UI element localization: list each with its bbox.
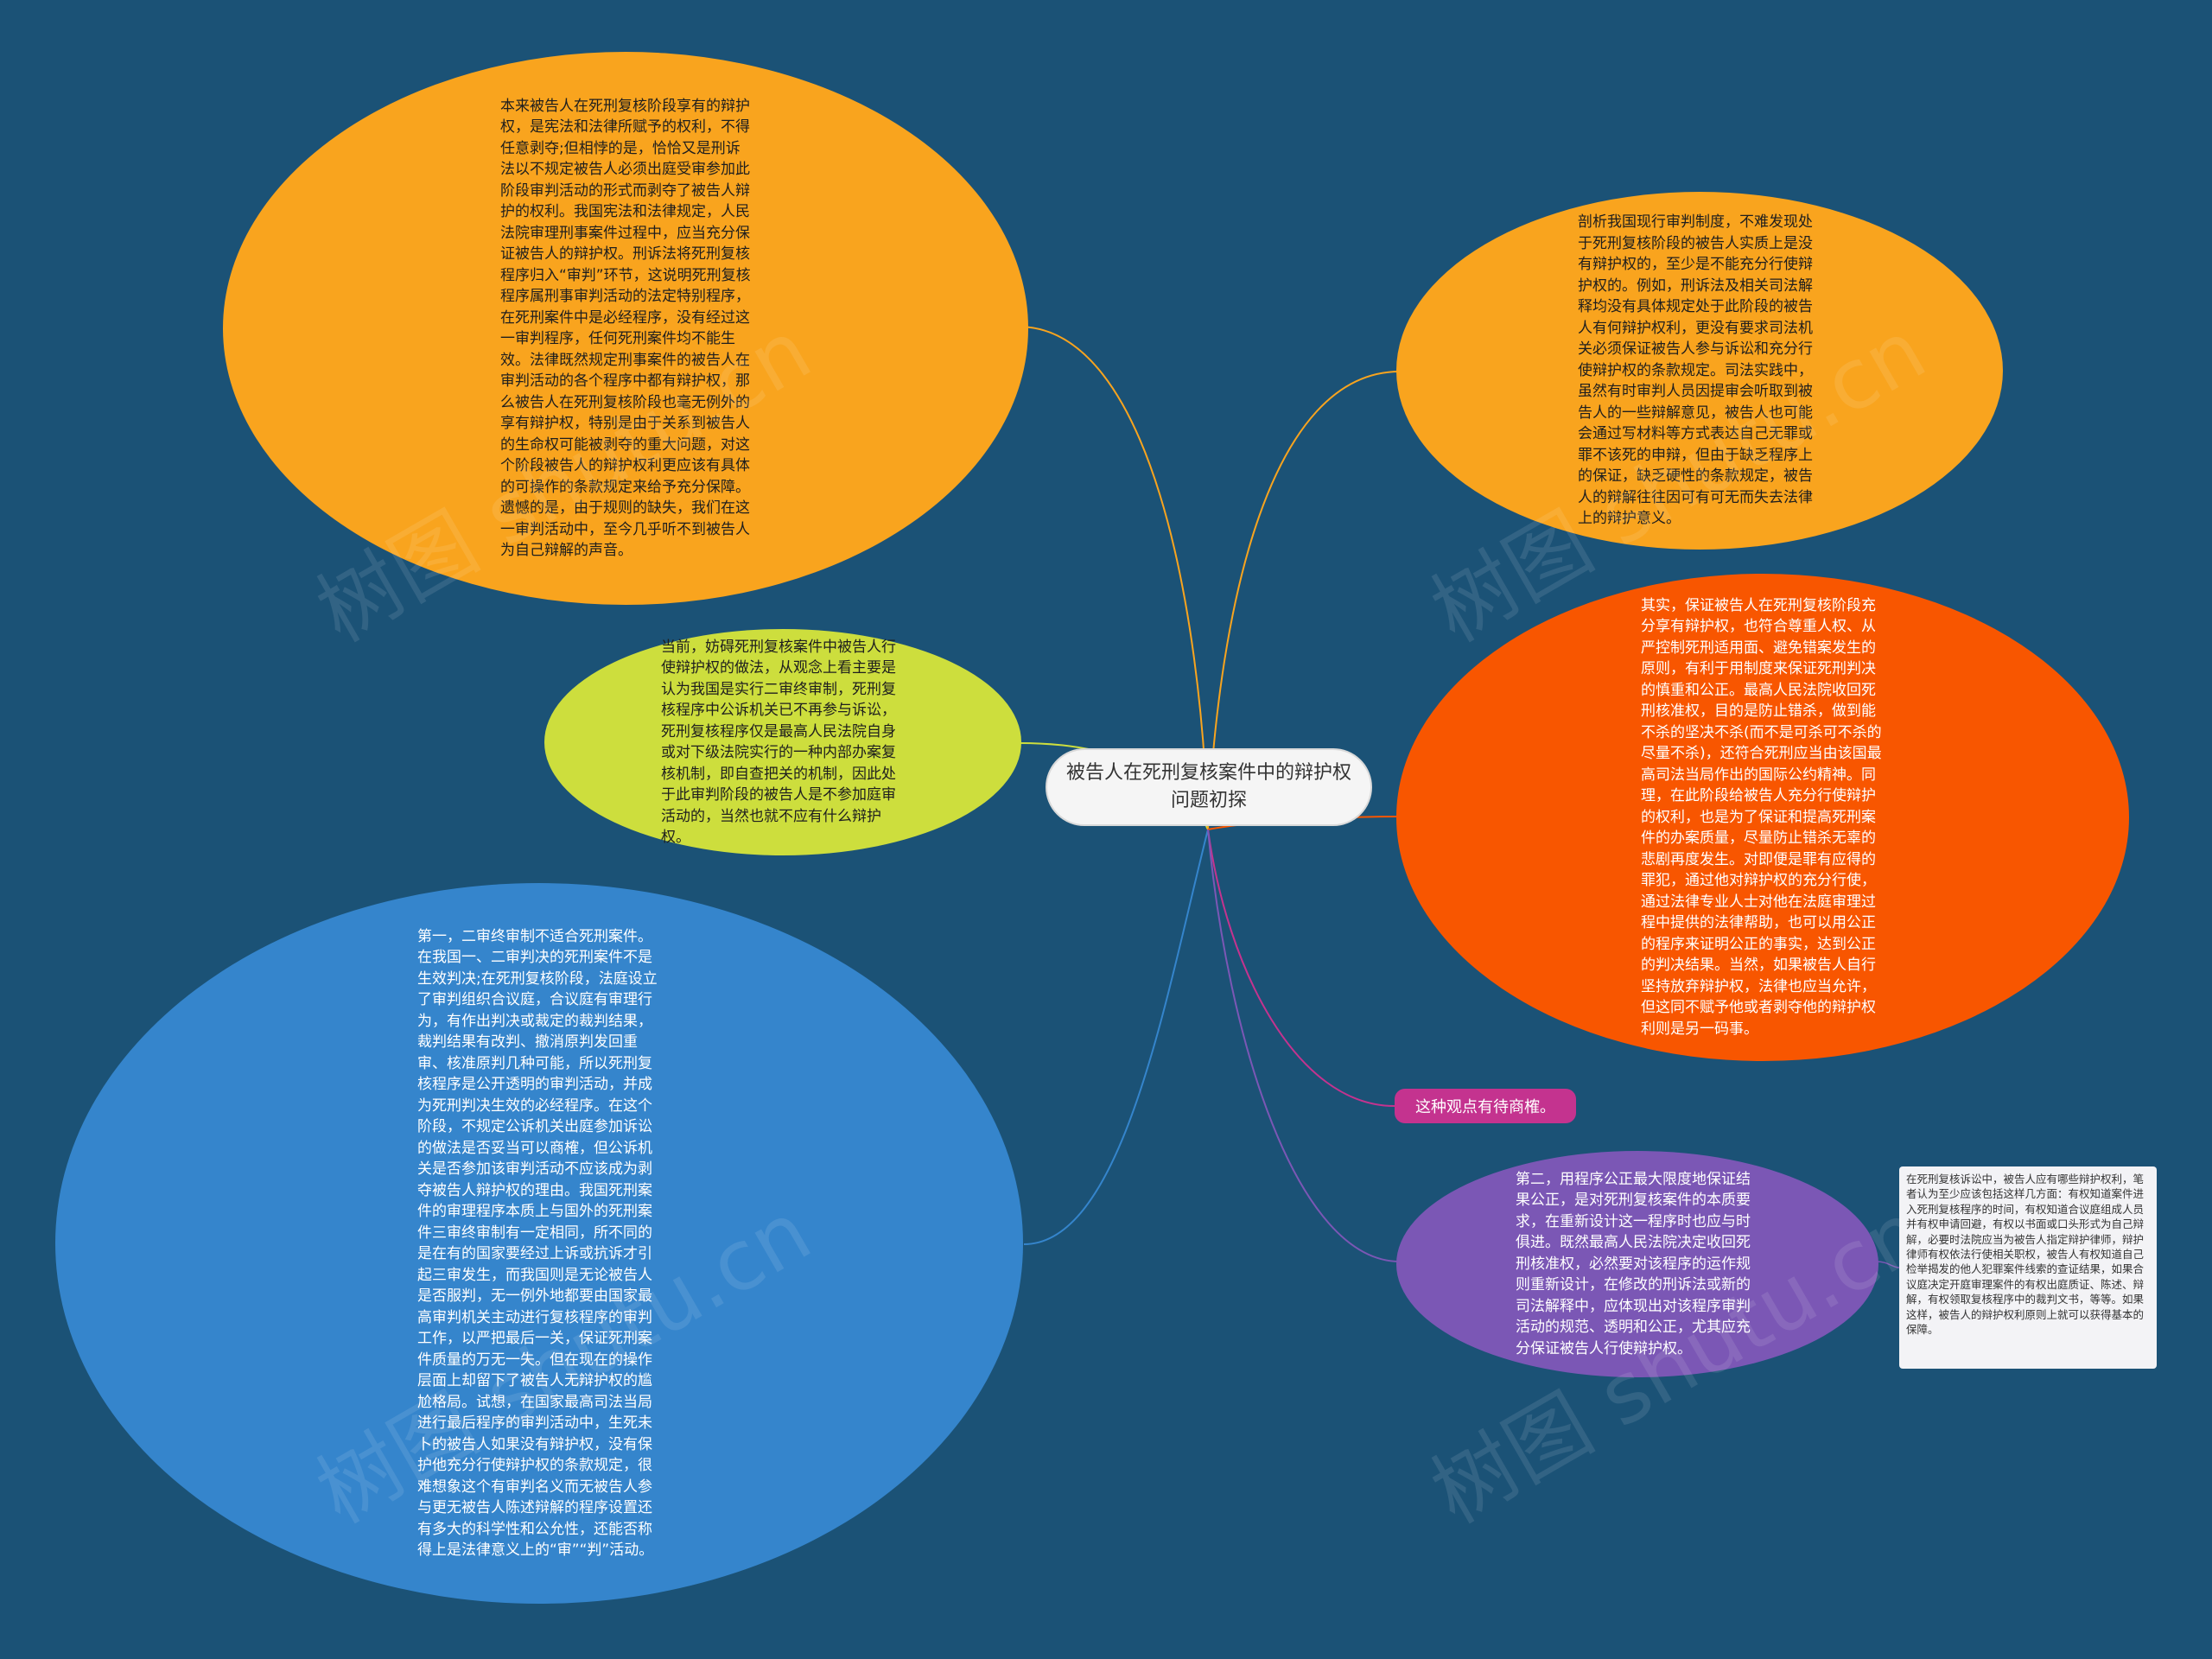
node-top-right-text: 剖析我国现行审判制度，不难发现处于死刑复核阶段的被告人实质上是没有辩护权的，至少… [1578, 213, 1813, 528]
link-note [1876, 1261, 1900, 1268]
node-top-left[interactable]: 本来被告人在死刑复核阶段享有的辩护权，是宪法和法律所赋予的权利，不得任意剥夺;但… [223, 52, 1028, 605]
node-mid-right[interactable]: 其实，保证被告人在死刑复核阶段充分享有辩护权，也符合尊重人权、从严控制死刑适用面… [1396, 574, 2129, 1061]
link-bottom-left [1023, 829, 1209, 1245]
node-tag[interactable]: 这种观点有待商榷。 [1395, 1089, 1576, 1123]
link-top-right [1207, 371, 1401, 830]
link-top-left [1019, 326, 1209, 830]
node-tag-text: 这种观点有待商榷。 [1415, 1098, 1555, 1116]
node-bottom-right-text: 第二，用程序公正最大限度地保证结果公正，是对死刑复核案件的本质要求，在重新设计这… [1516, 1170, 1751, 1357]
node-bottom-left[interactable]: 第一，二审终审制不适合死刑案件。在我国一、二审判决的死刑案件不是生效判决;在死刑… [55, 883, 1023, 1604]
central-topic-text: 被告人在死刑复核案件中的辩护权问题初探 [1066, 762, 1352, 811]
node-top-right[interactable]: 剖析我国现行审判制度，不难发现处于死刑复核阶段的被告人实质上是没有辩护权的，至少… [1396, 192, 2003, 550]
link-bottom-right [1207, 829, 1401, 1262]
note-box-text: 在死刑复核诉讼中，被告人应有哪些辩护权利，笔者认为至少应该包括这样几方面：有权知… [1906, 1173, 2145, 1337]
node-bottom-left-text: 第一，二审终审制不适合死刑案件。在我国一、二审判决的死刑案件不是生效判决;在死刑… [417, 927, 658, 1560]
link-tag [1207, 829, 1395, 1107]
node-bottom-right[interactable]: 第二，用程序公正最大限度地保证结果公正，是对死刑复核案件的本质要求，在重新设计这… [1396, 1151, 1878, 1377]
central-topic[interactable]: 被告人在死刑复核案件中的辩护权问题初探 [1046, 748, 1372, 826]
node-mid-right-text: 其实，保证被告人在死刑复核阶段充分享有辩护权，也符合尊重人权、从严控制死刑适用面… [1641, 596, 1882, 1038]
note-box[interactable]: 在死刑复核诉讼中，被告人应有哪些辩护权利，笔者认为至少应该包括这样几方面：有权知… [1899, 1166, 2157, 1369]
node-mid-left[interactable]: 当前，妨碍死刑复核案件中被告人行使辩护权的做法，从观念上看主要是认为我国是实行二… [544, 629, 1021, 855]
node-top-left-text: 本来被告人在死刑复核阶段享有的辩护权，是宪法和法律所赋予的权利，不得任意剥夺;但… [500, 97, 751, 560]
node-mid-left-text: 当前，妨碍死刑复核案件中被告人行使辩护权的做法，从观念上看主要是认为我国是实行二… [661, 638, 896, 847]
